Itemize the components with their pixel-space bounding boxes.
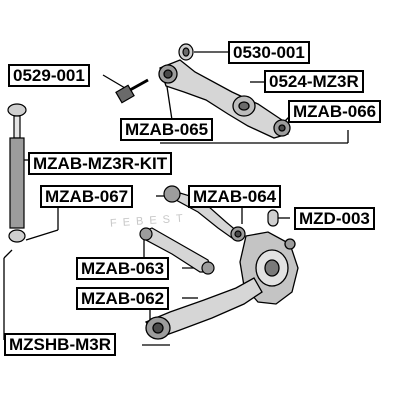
shock-bottom-eye <box>8 229 26 243</box>
label-mzab-062: MZAB-062 <box>76 287 170 310</box>
shock-absorber <box>7 103 27 243</box>
label-mzab-067: MZAB-067 <box>40 185 134 208</box>
label-mzab-064: MZAB-064 <box>188 185 282 208</box>
label-0524-mz3r: 0524-MZ3R <box>264 70 364 93</box>
upper-control-arm <box>158 59 291 139</box>
leader-lines <box>3 51 349 346</box>
lower-arm <box>144 277 263 340</box>
upper-link <box>163 185 246 242</box>
lateral-link <box>139 227 215 275</box>
label-0529-001: 0529-001 <box>8 64 90 87</box>
shock-rod <box>13 115 21 139</box>
top-washer <box>178 43 194 61</box>
label-mzab-065: MZAB-065 <box>120 118 214 141</box>
leader-mzab-067-shock <box>25 229 59 241</box>
bump-stop <box>267 209 279 227</box>
bolt <box>115 78 149 104</box>
label-0530-001: 0530-001 <box>228 41 310 64</box>
label-mzd-003: MZD-003 <box>294 207 375 230</box>
leader-mzshb-top <box>3 249 13 259</box>
label-mzab-mz3r-kit: MZAB-MZ3R-KIT <box>28 152 173 175</box>
label-mzab-063: MZAB-063 <box>76 257 170 280</box>
label-mzab-066: MZAB-066 <box>288 100 382 123</box>
shock-top-mount <box>7 103 27 117</box>
label-mzshb-m3r: MZSHB-M3R <box>4 333 116 356</box>
leader-0529-001 <box>102 74 126 89</box>
shock-body <box>9 137 25 229</box>
